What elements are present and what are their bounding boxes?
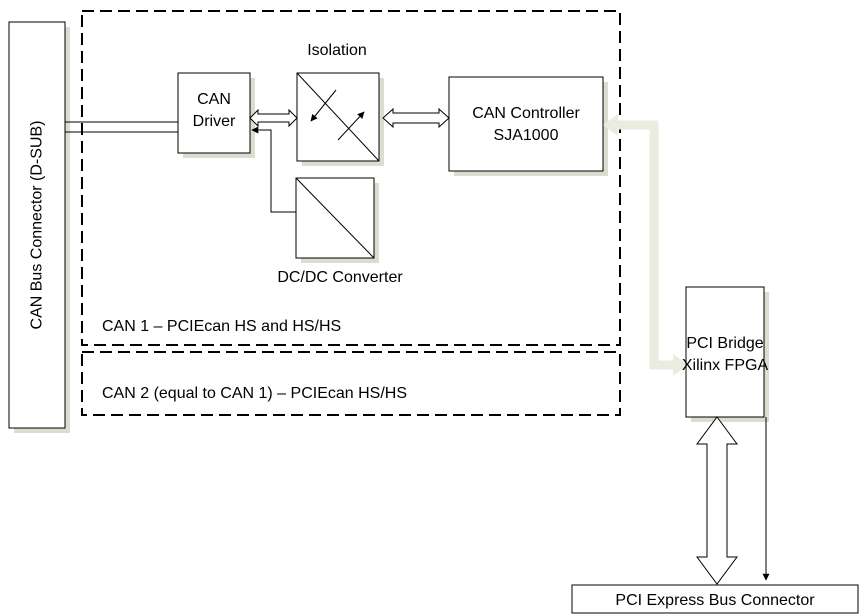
can1-region	[81, 10, 621, 346]
dcdc-power-line	[251, 126, 296, 213]
dcdc-converter-symbol	[295, 177, 375, 259]
bridge-pcie-arrow	[696, 416, 738, 585]
driver-isolation-arrow	[249, 108, 298, 128]
can-driver-box	[177, 72, 251, 154]
dcdc-converter-label: DC/DC Converter	[277, 269, 403, 286]
pci-bridge-label-line2: Xilinx FPGA	[682, 357, 769, 374]
controller-bridge-bus-arrow	[603, 114, 688, 376]
can1-label: CAN 1 – PCIEcan HS and HS/HS	[102, 318, 341, 335]
can-controller-box	[448, 76, 604, 172]
can-controller-label-line2: SJA1000	[494, 127, 559, 144]
can-driver-label-line2: Driver	[193, 113, 236, 130]
isolation-label: Isolation	[307, 42, 367, 59]
isolation-controller-arrow	[382, 107, 450, 129]
isolation-symbol	[296, 72, 380, 162]
pci-bridge-label-line1: PCI Bridge	[686, 335, 763, 352]
pci-express-connector-label: PCI Express Bus Connector	[615, 592, 815, 609]
can-bus-lines	[65, 121, 178, 133]
pci-express-connector-box	[571, 584, 859, 614]
pci-bridge-box	[685, 286, 765, 418]
can2-region	[81, 351, 621, 416]
can-controller-label-line1: CAN Controller	[472, 105, 580, 122]
can-bus-connector-label: CAN Bus Connector (D-SUB)	[29, 121, 46, 330]
can-bus-connector-box	[8, 21, 66, 429]
can2-label: CAN 2 (equal to CAN 1) – PCIEcan HS/HS	[102, 385, 407, 402]
can-driver-label-line1: CAN	[197, 91, 231, 108]
